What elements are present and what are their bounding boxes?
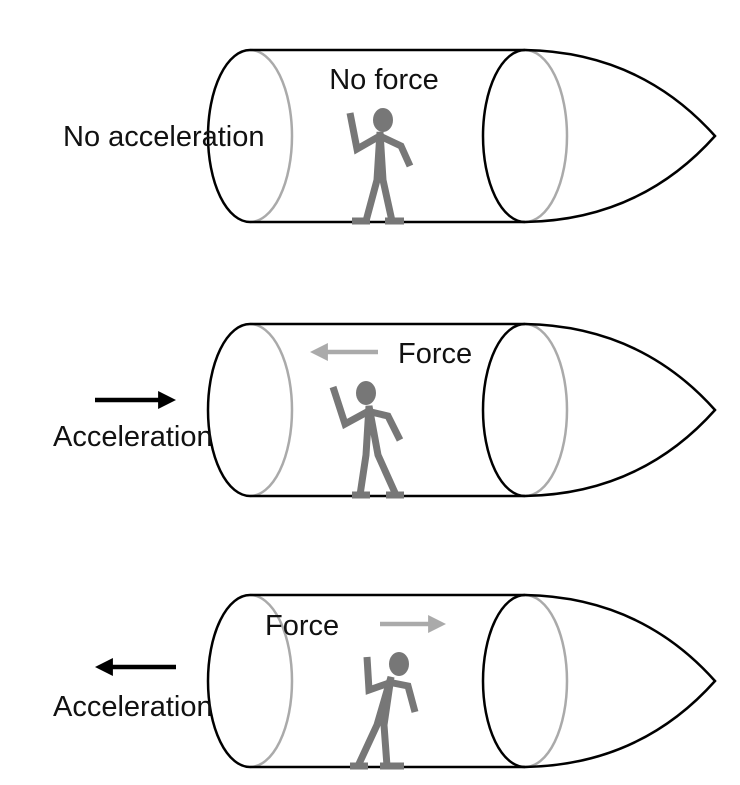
rear-rim-front-edge	[206, 322, 251, 498]
stick-figure-lean-back	[329, 381, 404, 499]
front-rim-front-edge	[481, 593, 526, 769]
nose-cone	[524, 48, 717, 224]
rear-rim-back-edge	[249, 593, 294, 769]
figure-right-arm	[370, 408, 404, 442]
figure-right-arm	[392, 679, 419, 713]
acceleration-label: No acceleration	[63, 121, 265, 153]
figure-head	[356, 381, 376, 405]
front-rim-front-edge	[481, 48, 526, 224]
rear-rim-back-edge	[249, 322, 294, 498]
figure-left-arm	[329, 385, 369, 430]
force-label: Force	[398, 338, 472, 370]
figure-left-arm	[363, 656, 391, 695]
panel-no-acceleration: No force No acceleration	[63, 48, 717, 225]
figure-body-legs	[354, 676, 395, 768]
force-label: Force	[265, 610, 339, 642]
front-rim-back-edge	[524, 48, 569, 224]
figure-head	[389, 652, 409, 676]
front-rim-front-edge	[481, 322, 526, 498]
stick-figure-lean-forward	[350, 652, 419, 770]
rear-rim-back-edge	[249, 48, 294, 224]
front-rim-back-edge	[524, 593, 569, 769]
acceleration-label: Acceleration	[53, 691, 213, 723]
figure-body-legs	[356, 405, 400, 497]
panel-acceleration-backward: Force Acceleration	[53, 593, 717, 770]
force-label: No force	[329, 64, 439, 96]
acceleration-label: Acceleration	[53, 421, 213, 453]
figure-left-arm	[346, 112, 380, 155]
rocket-capsule	[206, 48, 717, 224]
figure-right-arm	[380, 133, 414, 168]
stick-figure-upright	[346, 108, 414, 225]
front-rim-back-edge	[524, 322, 569, 498]
rocket-capsule	[206, 593, 717, 769]
figure-body-legs	[362, 131, 396, 222]
panel-acceleration-forward: Force Acceleration	[53, 322, 717, 499]
figure-head	[373, 108, 393, 132]
nose-cone	[524, 322, 717, 498]
nose-cone	[524, 593, 717, 769]
rear-rim-front-edge	[206, 48, 251, 224]
rear-rim-front-edge	[206, 593, 251, 769]
